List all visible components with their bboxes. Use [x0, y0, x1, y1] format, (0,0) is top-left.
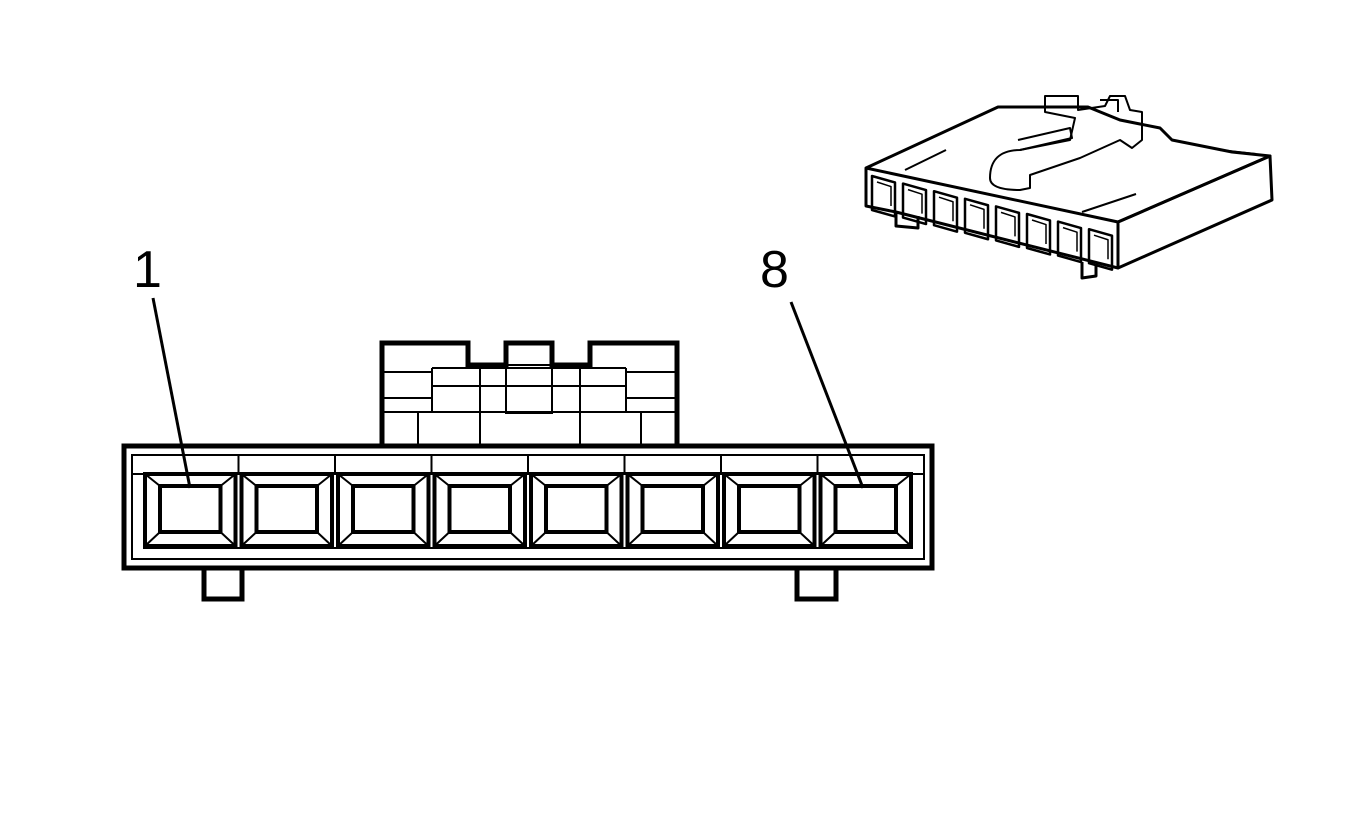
iso-cavity-6: [1025, 212, 1052, 256]
iso-cavity-inner: [876, 181, 892, 206]
iso-side-face: [1117, 154, 1274, 270]
pin-label-8: 8: [760, 241, 789, 299]
cavity-group: [143, 455, 913, 548]
iso-latch: [989, 95, 1143, 191]
iso-cavity-1: [870, 174, 897, 218]
iso-cavity-inner: [1062, 226, 1078, 252]
iso-cavity-3: [932, 189, 959, 233]
latch-inner-detail: [382, 364, 677, 446]
iso-cavity-inner: [969, 204, 985, 229]
cavity-4: [432, 472, 527, 548]
cavity-5: [529, 472, 624, 548]
connector-front-view: [121, 297, 935, 602]
leader-line-pin-1: [151, 297, 192, 489]
cavity-1: [143, 472, 238, 548]
iso-cavity-5: [994, 205, 1021, 249]
cavity-8: [818, 472, 913, 548]
foot-right: [794, 568, 839, 602]
iso-cavity-2: [901, 182, 928, 226]
connector-body: [121, 443, 935, 571]
iso-cavity-8: [1087, 227, 1114, 271]
cavity-2: [239, 472, 334, 548]
iso-cavity-inner: [1093, 234, 1109, 260]
iso-cavity-inner: [1000, 211, 1016, 237]
leader-line-pin-8: [789, 301, 865, 489]
cavity-6: [625, 472, 720, 548]
latch-housing: [379, 340, 680, 446]
cavity-3: [336, 472, 431, 548]
foot-left: [201, 568, 245, 602]
iso-cavity-7: [1056, 220, 1083, 264]
iso-cavity-group: [870, 174, 1114, 271]
iso-cavity-inner: [1031, 219, 1047, 244]
cavity-7: [722, 472, 817, 548]
iso-cavity-inner: [938, 196, 954, 222]
pin-label-1: 1: [133, 241, 162, 299]
iso-cavity-4: [963, 197, 990, 241]
connector-isometric-view: [864, 95, 1274, 280]
iso-cavity-inner: [907, 188, 923, 214]
